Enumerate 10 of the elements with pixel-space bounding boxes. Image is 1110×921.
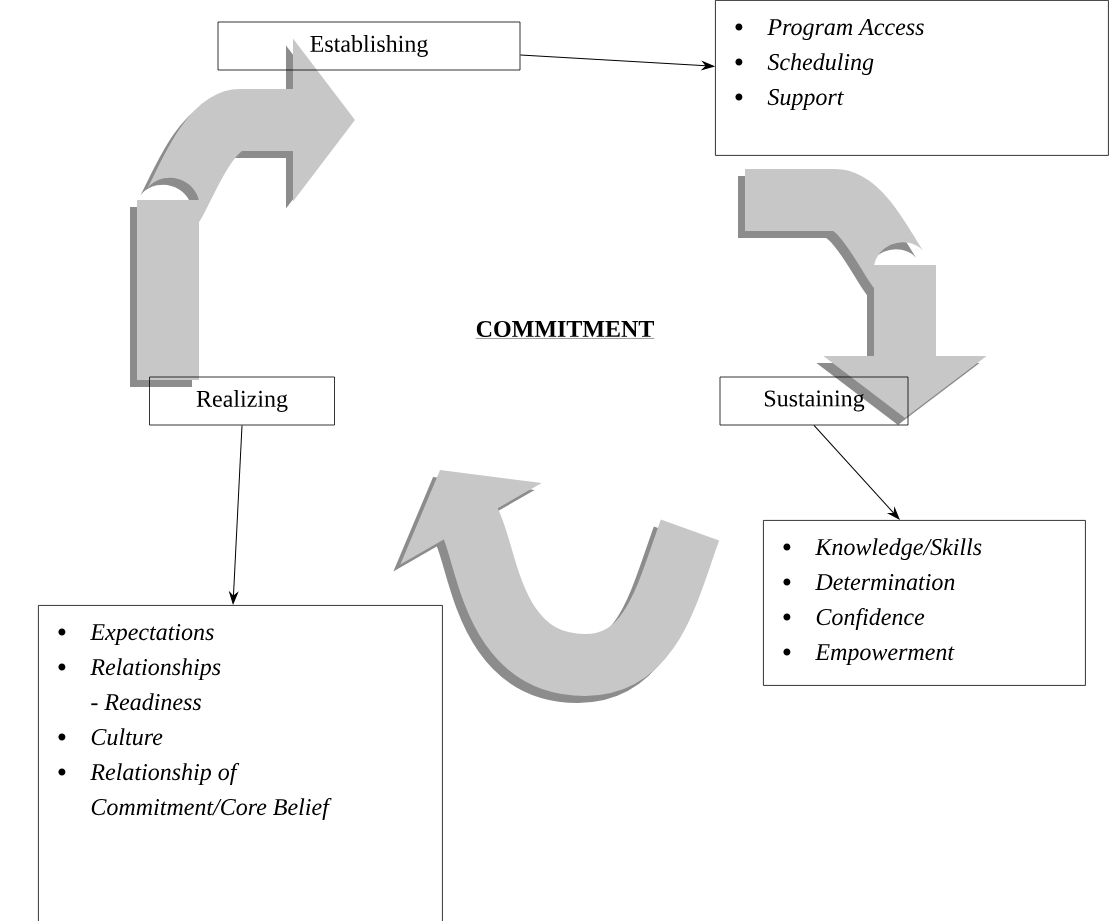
list-box: Knowledge/Skills Determination Confidence Empowerment <box>763 520 1086 686</box>
list-box: Expectations Relationships - Readiness Culture Relationship of Commitment/Core Belief <box>38 605 443 921</box>
arrow <box>813 424 900 520</box>
stage-box: Establishing <box>217 21 521 71</box>
arrow <box>519 54 715 71</box>
title-label: COMMITMENT <box>475 320 655 339</box>
stage-box: Sustaining <box>719 376 909 426</box>
stage-box: Realizing <box>149 376 335 426</box>
arrow <box>229 424 243 604</box>
list-box: Program Access Scheduling Support <box>715 0 1109 156</box>
